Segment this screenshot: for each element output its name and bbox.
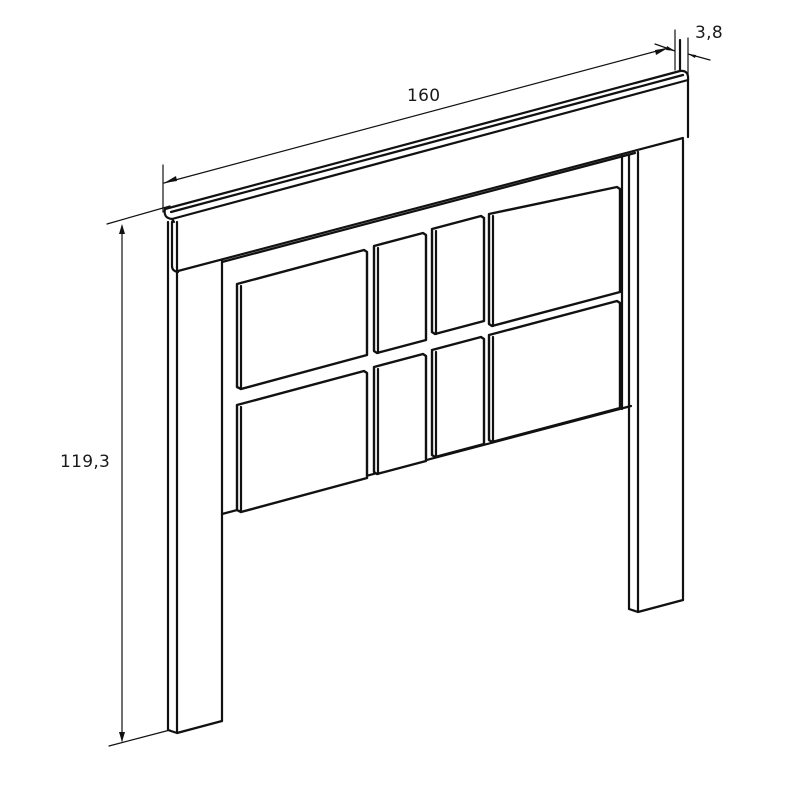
panel-lower-3	[430, 335, 486, 459]
panel-upper-3	[430, 214, 486, 336]
width-dimension	[162, 47, 669, 213]
right-leg	[627, 138, 685, 614]
height-dimension-label: 119,3	[60, 452, 111, 472]
panel-upper-2	[372, 231, 428, 355]
panel-upper-4	[487, 185, 622, 328]
panel-row-lower	[235, 299, 622, 514]
left-leg	[166, 220, 224, 735]
panel-row-upper	[235, 185, 622, 391]
height-dimension	[106, 205, 171, 747]
panel-lower-2	[372, 352, 428, 476]
depth-dimension-label: 3,8	[695, 23, 723, 43]
depth-dimension	[654, 29, 711, 77]
panel-lower-4	[487, 299, 622, 444]
width-dimension-label: 160	[407, 86, 441, 106]
top-cap	[163, 38, 690, 224]
panel-upper-1	[235, 248, 369, 391]
panel-lower-1	[235, 369, 369, 514]
